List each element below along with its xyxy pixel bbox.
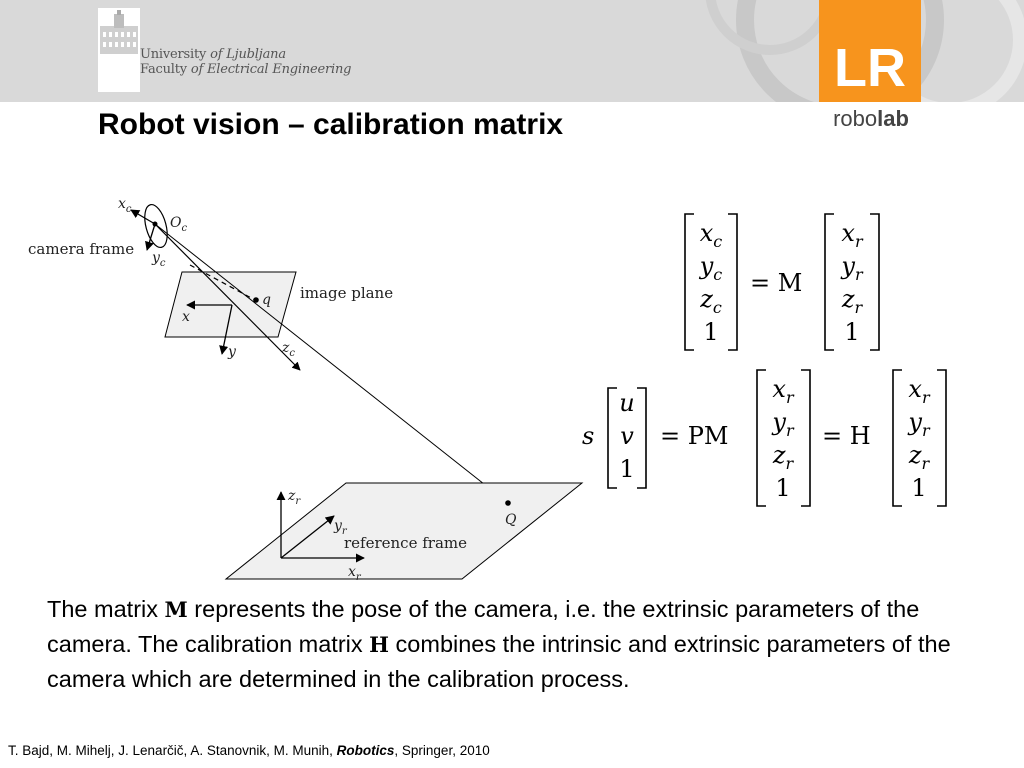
university-name: University of Ljubljana Faculty of Elect… <box>140 47 351 77</box>
label-xr: xr <box>348 564 362 583</box>
body-part1: The matrix <box>47 596 165 622</box>
label-zc: zc <box>281 340 295 359</box>
label-yr: yr <box>333 518 348 537</box>
eq2-operator-h: = H <box>822 422 871 450</box>
explanation-paragraph: The matrix M represents the pose of the … <box>47 592 987 697</box>
world-point-Q <box>505 500 511 506</box>
symbol-M: M <box>164 597 188 622</box>
eq2-rhs-entry-3: 1 <box>911 474 926 502</box>
reference-axis-yr <box>280 515 335 559</box>
eq1-operator: = M <box>750 269 802 297</box>
university-line2-b: of Electrical Engineering <box>190 62 352 77</box>
citation-book: Robotics <box>336 743 395 758</box>
eq1-rhs-entry-1: yr <box>840 252 864 284</box>
slide-title: Robot vision – calibration matrix <box>98 108 564 141</box>
eq2-rhs-entry-2: zr <box>908 441 931 473</box>
label-x: x <box>182 309 190 325</box>
eq1-rhs-entry-3: 1 <box>844 318 859 346</box>
label-q: q <box>262 292 271 308</box>
camera-axis-xc <box>130 209 156 225</box>
body-part2: represents the pose of the camera, i.e. … <box>47 596 920 657</box>
label-xc: xc <box>118 196 132 215</box>
reference-plane <box>224 482 584 580</box>
body-part3: combines the intrinsic and extrinsic par… <box>47 631 951 692</box>
camera-axis-yc <box>145 223 156 251</box>
university-line2-a: Faculty <box>140 62 187 77</box>
robolab-name-b: lab <box>877 106 909 131</box>
projection-ray <box>154 223 509 504</box>
label-oc: Oc <box>170 215 187 234</box>
eq2-mid-entry-1: yr <box>771 408 795 440</box>
camera-lens-ellipse <box>144 203 168 249</box>
symbol-H: H <box>369 632 390 657</box>
eq1-rhs-entry-2: zr <box>841 285 864 317</box>
eq2-mid-entry-0: xr <box>772 375 795 407</box>
eq1-rhs-entry-0: xr <box>841 219 864 251</box>
robolab-name-a: robo <box>833 106 878 131</box>
eq1-lhs-entry-3: 1 <box>703 318 718 346</box>
eq2-operator-pm: = PM <box>660 422 728 450</box>
image-point-q <box>253 297 259 303</box>
eq2-rhs-entry-1: yr <box>907 408 931 440</box>
slide-header: University of Ljubljana Faculty of Elect… <box>0 0 1024 102</box>
eq2-lhs-vector: uv 1 <box>619 389 634 483</box>
robolab-lr-text: LR <box>834 38 906 98</box>
university-line1-a: University <box>140 47 207 62</box>
robolab-logo: LR <box>819 0 921 102</box>
label-y: y <box>227 344 237 360</box>
citation-publisher: , Springer, 2010 <box>394 743 490 758</box>
eq2-lhs-entry-0: u <box>619 389 634 417</box>
eq1-lhs-entry-2: zc <box>699 285 722 317</box>
eq1-lhs-entry-1: yc <box>699 252 723 284</box>
eq2-mid-entry-2: zr <box>772 441 795 473</box>
citation: T. Bajd, M. Mihelj, J. Lenarčič, A. Stan… <box>8 743 490 758</box>
university-line1-b: of Ljubljana <box>210 47 286 62</box>
label-zr: zr <box>287 488 301 507</box>
eq1-lhs-entry-0: xc <box>700 219 723 251</box>
robolab-wordmark: robolab <box>819 106 923 132</box>
camera-axis-zc <box>154 223 301 371</box>
dashed-ray <box>189 264 256 301</box>
label-Q: Q <box>505 512 517 528</box>
eq2-scalar-s: s <box>582 422 594 450</box>
reference-frame-label: reference frame <box>344 534 467 552</box>
university-building-icon <box>98 8 140 92</box>
eq2-lhs-entry-2: 1 <box>619 455 634 483</box>
image-plane-label: image plane <box>300 284 393 302</box>
image-axis-y <box>219 304 233 355</box>
label-yc: yc <box>151 250 166 269</box>
eq2-lhs-entry-1: v <box>620 422 634 450</box>
robolab-lr-mark: LR <box>834 38 906 98</box>
eq2-mid-entry-3: 1 <box>775 474 790 502</box>
eq2-rhs-entry-0: xr <box>908 375 931 407</box>
camera-calibration-diagram: xc yc Oc camera frame image plane zc x y… <box>28 196 584 583</box>
camera-frame-label: camera frame <box>28 240 134 258</box>
citation-authors: T. Bajd, M. Mihelj, J. Lenarčič, A. Stan… <box>8 743 337 758</box>
